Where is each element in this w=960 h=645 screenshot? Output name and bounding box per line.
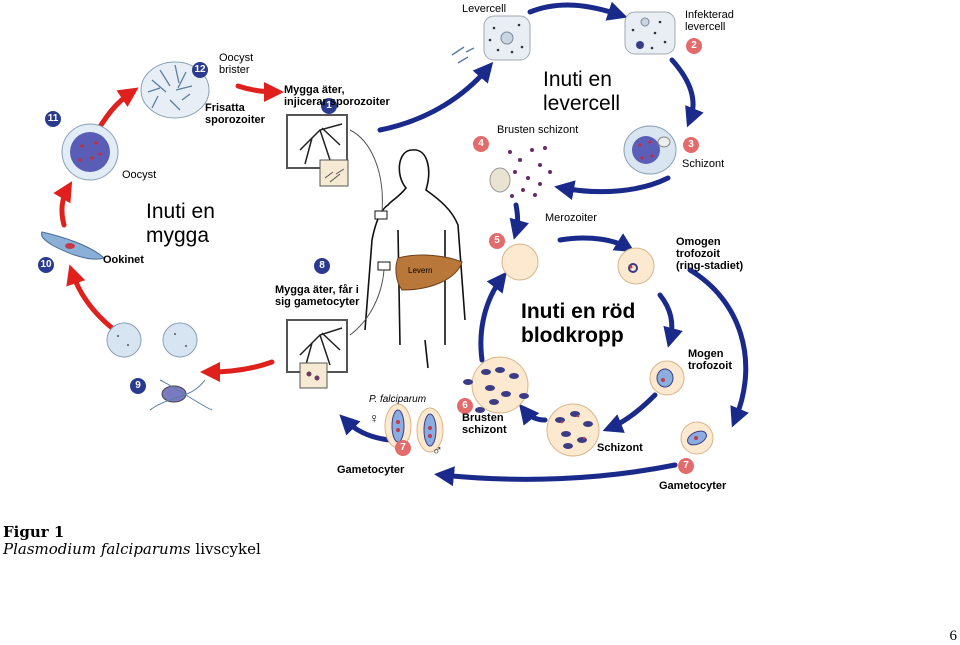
mosquito-feeding-box-bottom	[286, 269, 385, 389]
oocyst-burst-illustration	[140, 61, 210, 119]
arrow-to-levercell	[377, 61, 494, 133]
label-omogen-1: Omogen	[676, 236, 721, 248]
step-8-badge: 8	[314, 258, 330, 274]
rbc-mature-trophozoite	[649, 360, 685, 396]
liver-cell-illustration	[451, 15, 531, 64]
label-p-falciparum: P. falciparum	[369, 394, 427, 405]
rbc-ruptured-schizont	[463, 356, 529, 414]
heading-inuti-mygga-1: Inuti en	[146, 200, 215, 223]
label-gametocyter-left: Gametocyter	[337, 464, 405, 476]
infected-liver-cell-illustration	[624, 11, 676, 55]
label-brusten-schizont-1: Brusten	[462, 412, 504, 424]
figure-caption-title: Figur 1	[3, 523, 65, 541]
label-oocyst: Oocyst	[122, 169, 157, 181]
ookinete-illustration	[41, 231, 105, 260]
diagram-graphics	[41, 1, 749, 487]
rbc-ring-stage	[617, 247, 655, 285]
lifecycle-diagram: 1 2 3 4 5 6 7 7 8 9 10 11 12 Levercell I…	[38, 1, 749, 492]
rbc-gametocyte-right	[680, 421, 714, 455]
arrow-ruptured-to-merozoite	[478, 271, 507, 363]
male-symbol: ♂	[432, 442, 443, 458]
step-1-badge: 1	[321, 98, 337, 114]
label-mygga-far-1: Mygga äter, får i	[275, 284, 359, 296]
label-infekterad-levercell-1: Infekterad	[685, 9, 734, 21]
arrow-to-zygote	[200, 359, 275, 382]
human-silhouette	[364, 149, 466, 369]
arrow-merozoites-down	[509, 202, 529, 240]
figure-caption-text: Plasmodium falciparums livscykel	[3, 540, 261, 558]
page-number: 6	[949, 628, 958, 644]
arrow-ring-to-mature	[657, 292, 683, 348]
rbc-merozoite	[501, 243, 539, 281]
heading-inuti-mygga-2: mygga	[146, 224, 210, 247]
label-oocyst-brister-2: brister	[219, 64, 250, 76]
label-infekterad-levercell-2: levercell	[685, 21, 726, 33]
arrow-oocyst-to-burst	[95, 87, 139, 133]
step-2-badge: 2	[686, 38, 702, 54]
label-gametocyter-right: Gametocyter	[659, 480, 727, 492]
arrow-gametocyte-to-left	[434, 462, 678, 487]
arrow-zygote-to-ookinet	[66, 264, 115, 331]
arrow-burst-to-mosquito	[235, 81, 284, 102]
label-mygga-injicerar-1: Mygga äter,	[284, 84, 345, 96]
caption-species: Plasmodium falciparums	[3, 540, 191, 558]
label-mogen-1: Mogen	[688, 348, 724, 360]
step-6-badge: 6	[457, 398, 473, 414]
label-brusten-schizont-top: Brusten schizont	[497, 124, 579, 136]
arrow-infected-to-schizont	[669, 57, 704, 128]
zygote-gametes-illustration	[106, 322, 213, 411]
arrow-mature-to-schizont	[602, 392, 658, 433]
label-frisatta-2: sporozoiter	[205, 114, 265, 126]
label-levern: Levern	[408, 266, 433, 275]
arrow-ring-start	[557, 233, 635, 253]
heading-inuti-levercell-1: Inuti en	[543, 68, 612, 91]
step-10-badge: 10	[38, 257, 54, 273]
mosquito-feeding-box-top	[286, 114, 383, 213]
arrow-ookinet-to-oocyst	[53, 181, 73, 228]
label-mygga-far-2: sig gametocyter	[275, 296, 360, 308]
step-5-badge: 5	[489, 233, 505, 249]
label-brusten-schizont-2: schizont	[462, 424, 507, 436]
label-schizont-top: Schizont	[682, 158, 725, 170]
label-levercell: Levercell	[462, 3, 507, 15]
arrow-schizont-to-merozoites	[554, 175, 671, 201]
female-symbol: ♀	[369, 410, 380, 426]
caption-rest: livscykel	[190, 540, 261, 558]
heading-inuti-rod-1: Inuti en röd	[521, 300, 636, 323]
step-11-badge: 11	[45, 111, 61, 127]
gametocyte-pair-illustration	[384, 403, 444, 453]
heading-inuti-rod-2: blodkropp	[521, 324, 624, 347]
arrow-ring-to-gametocyte-right	[687, 267, 749, 428]
heading-inuti-levercell-2: levercell	[543, 92, 621, 115]
oocyst-illustration	[61, 123, 119, 181]
label-omogen-3: (ring-stadiet)	[676, 260, 744, 272]
label-omogen-2: trofozoit	[676, 248, 720, 260]
step-3-badge: 3	[683, 137, 699, 153]
arrow-gametocyte-to-mosquito	[339, 414, 393, 443]
step-4-badge: 4	[473, 136, 489, 152]
liver-schizont-illustration	[623, 125, 677, 175]
blue-cycle-arrows	[339, 1, 749, 487]
step-12-badge: 12	[192, 62, 208, 78]
arrow-schizont-to-ruptured	[519, 403, 548, 426]
red-cycle-arrows	[53, 81, 284, 382]
rbc-schizont	[546, 403, 600, 457]
label-merozoiter: Merozoiter	[545, 212, 597, 224]
step-7-badge-left: 7	[395, 440, 411, 456]
step-7-badge-right: 7	[678, 458, 694, 474]
label-schizont-bottom: Schizont	[597, 442, 643, 454]
liver-organ	[395, 254, 463, 291]
label-frisatta-1: Frisatta	[205, 102, 245, 114]
label-mygga-injicerar-2: injicerar sporozoiter	[284, 96, 390, 108]
step-9-badge: 9	[130, 378, 146, 394]
label-mogen-2: trofozoit	[688, 360, 732, 372]
arrow-levercell-to-infected	[527, 1, 628, 21]
ruptured-liver-schizont-illustration	[489, 146, 552, 198]
label-ookinet: Ookinet	[103, 254, 144, 266]
label-oocyst-brister-1: Oocyst	[219, 52, 254, 64]
